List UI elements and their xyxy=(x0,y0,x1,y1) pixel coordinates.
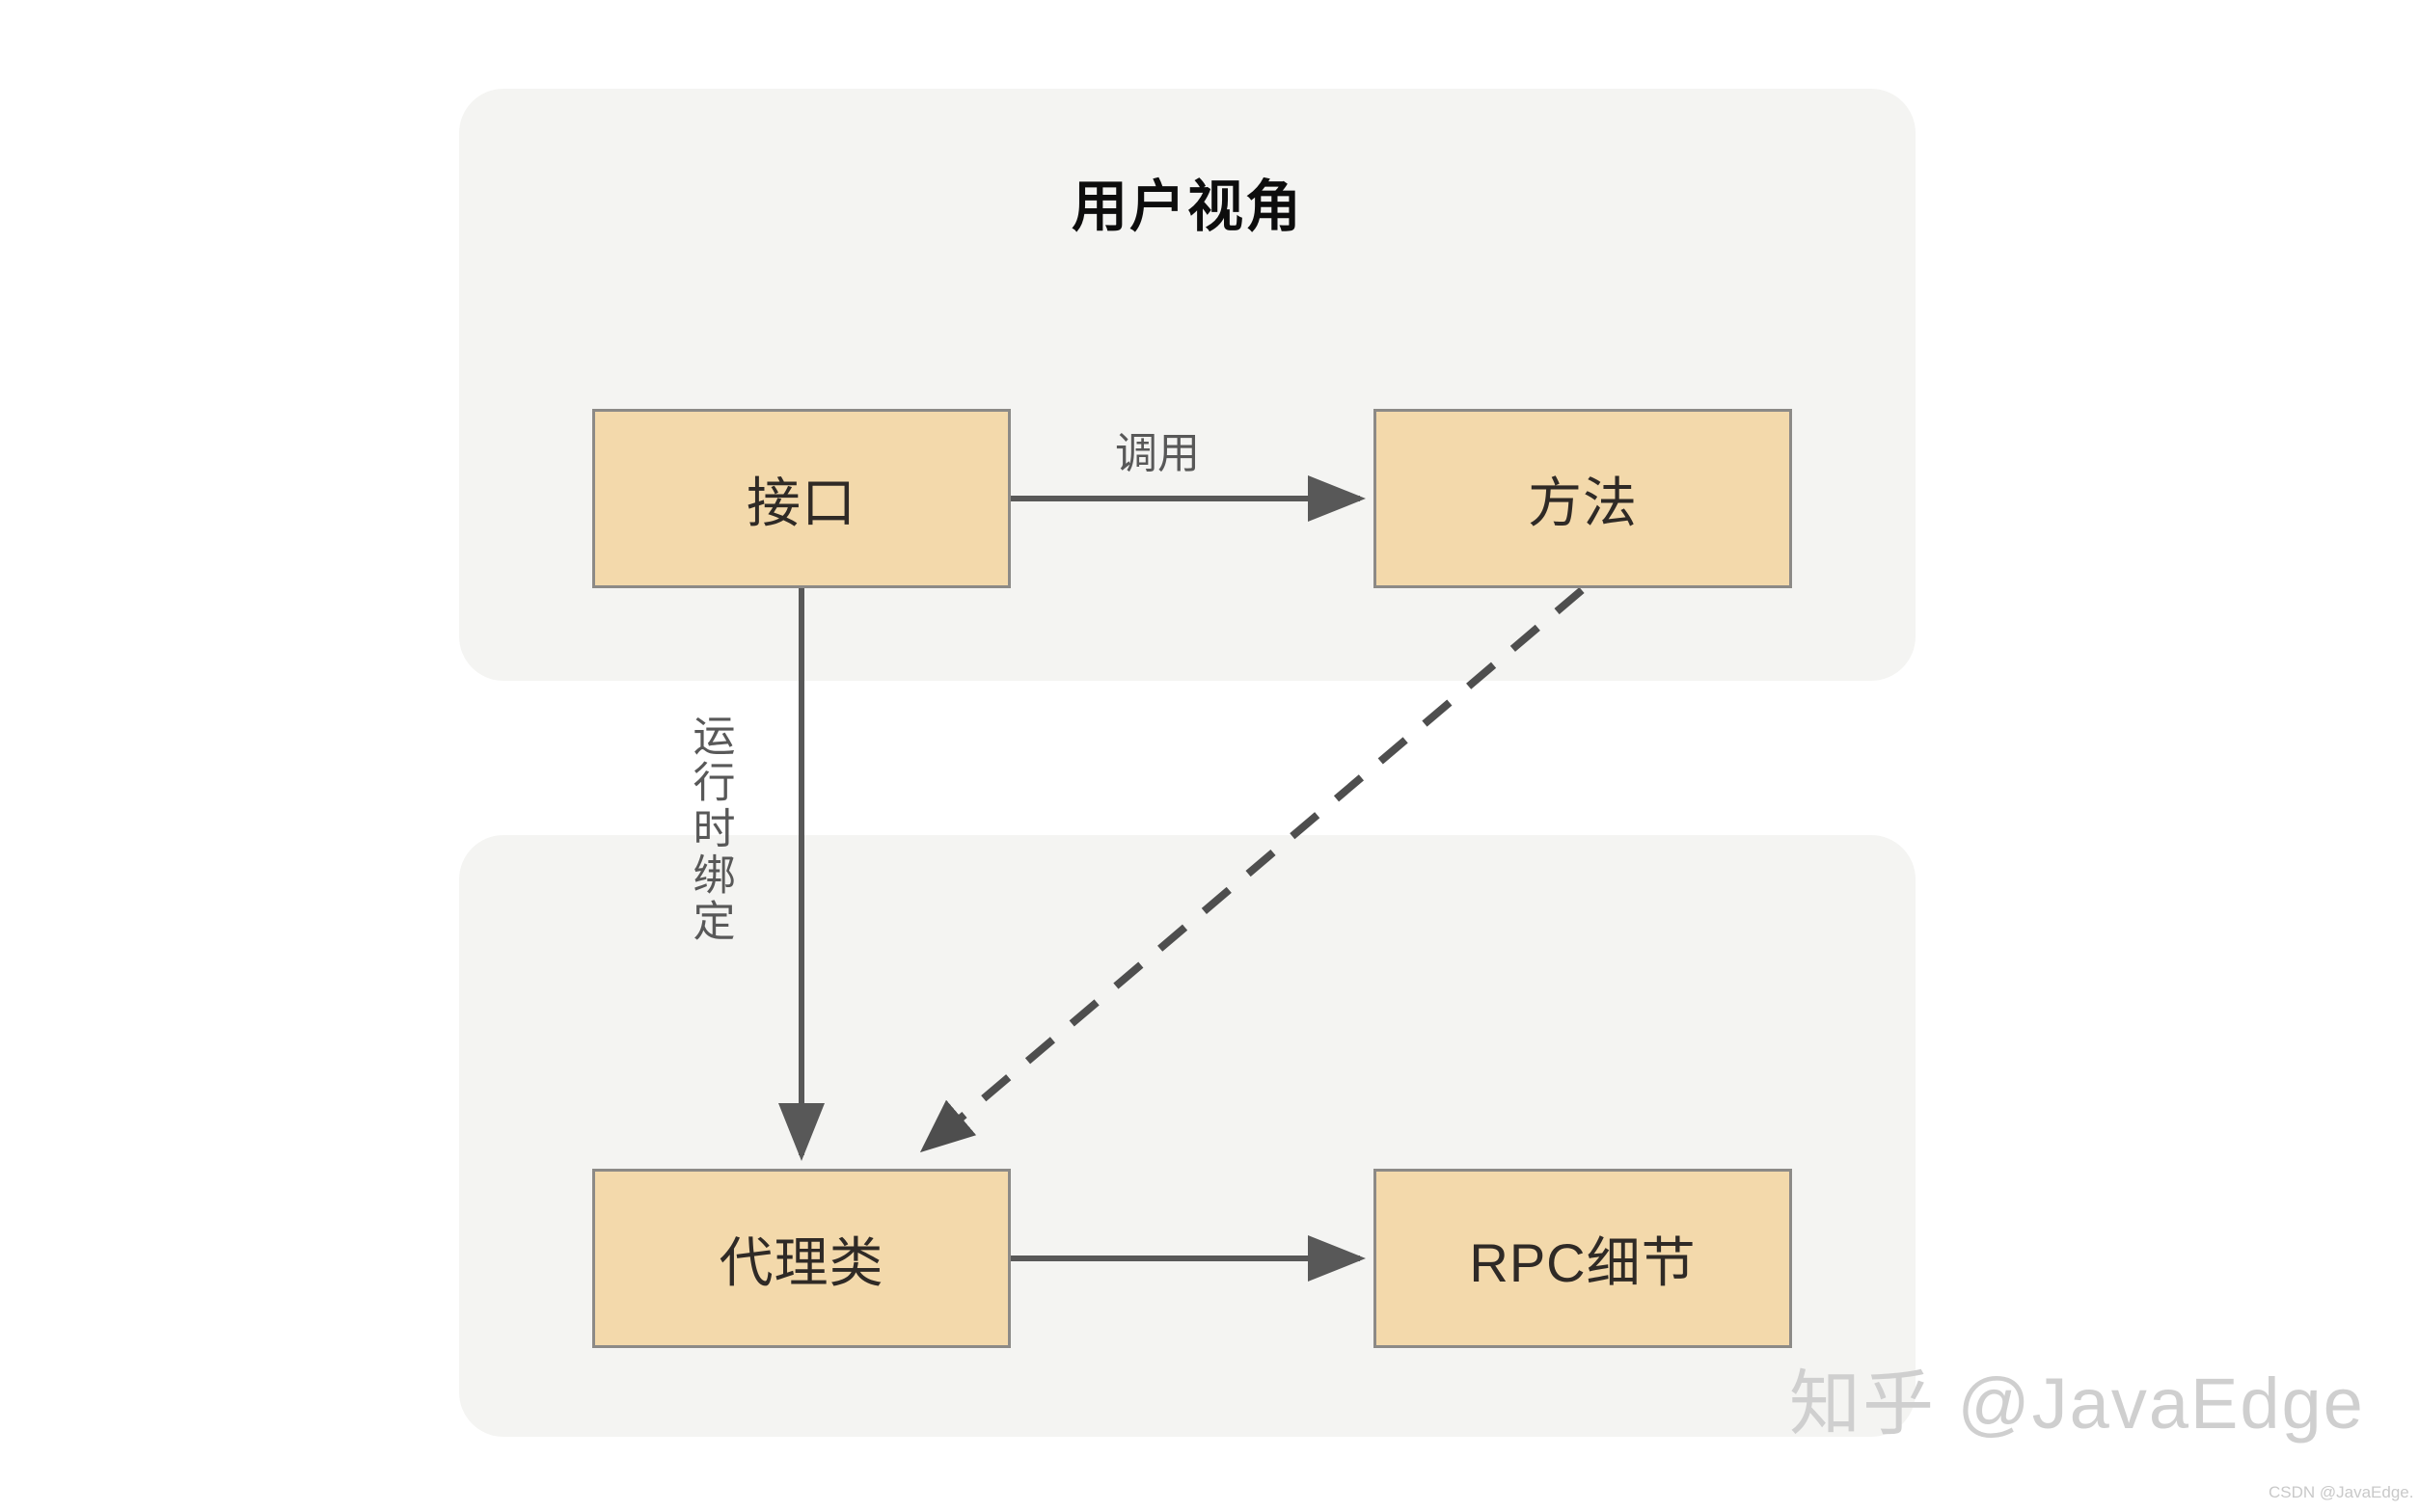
node-proxy[interactable]: 代理类 xyxy=(592,1169,1011,1348)
node-interface[interactable]: 接口 xyxy=(592,409,1011,588)
edge-label-call: 调用 xyxy=(1115,430,1200,477)
node-method[interactable]: 方法 xyxy=(1373,409,1792,588)
node-interface-label: 接口 xyxy=(747,472,856,533)
watermark-zhihu: 知乎 @JavaEdge xyxy=(1789,1364,2365,1444)
node-proxy-label: 代理类 xyxy=(719,1231,884,1293)
panel-user-view-title: 用户视角 xyxy=(1071,176,1303,238)
node-rpc-label: RPC细节 xyxy=(1469,1231,1697,1293)
watermark-csdn: CSDN @JavaEdge. xyxy=(2269,1483,2414,1501)
node-rpc[interactable]: RPC细节 xyxy=(1373,1169,1792,1348)
edge-label-runtime-binding: 运行时绑定 xyxy=(686,714,734,945)
panel-user-view: 用户视角 xyxy=(459,89,1916,681)
node-method-label: 方法 xyxy=(1528,472,1638,533)
